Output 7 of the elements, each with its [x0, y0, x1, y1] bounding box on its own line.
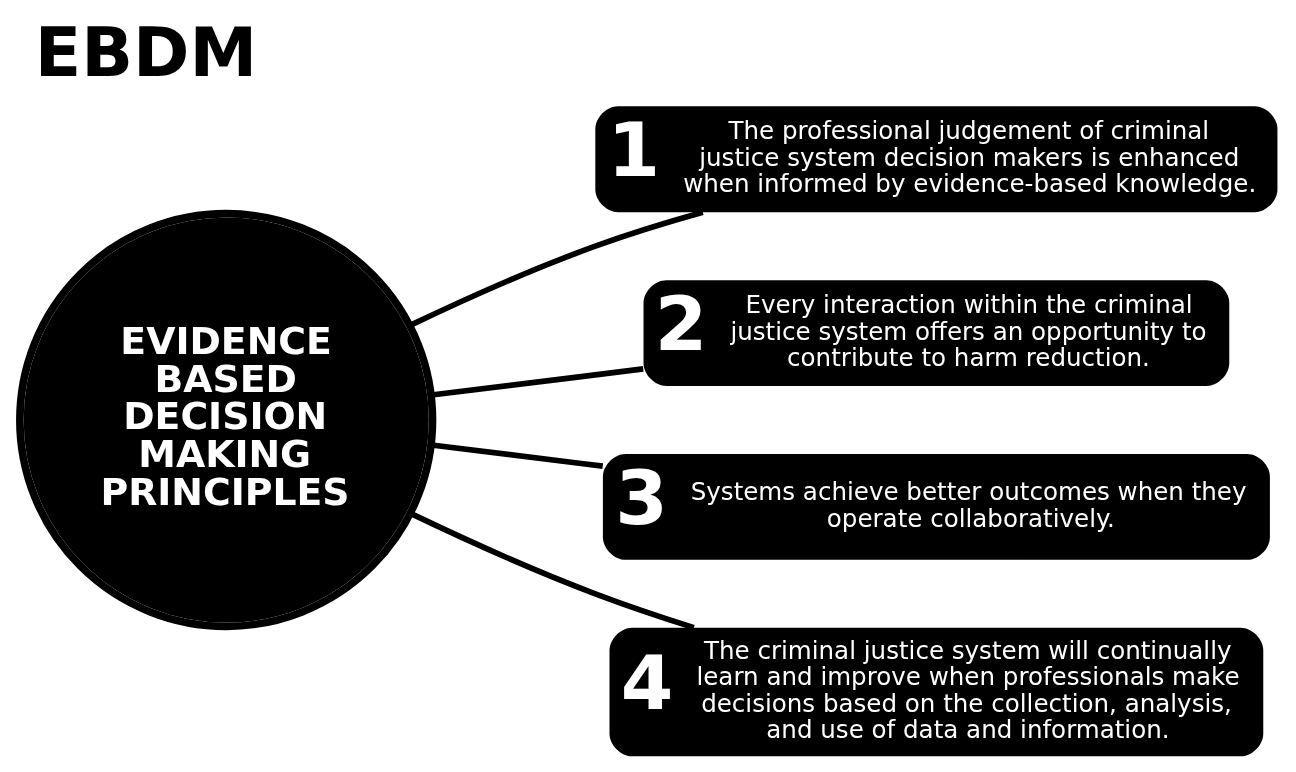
- node-box: 4 The criminal justice system will continually learn and improve when professionals make decisions based on the collection, analysis, and use of data and information.: [609, 627, 1263, 757]
- node-box: 1 The professional judgement of criminal justice system decision makers is enhanced when informed by evidence-based knowledge.: [594, 106, 1277, 213]
- node-box: 3 Systems achieve better outcomes when they operate collaboratively.: [602, 454, 1270, 560]
- node-circle: EVIDENCE BASED DECISION MAKING PRINCIPLES: [15, 209, 436, 631]
- connector: [408, 209, 704, 328]
- node-box: 2 Every interaction within the criminal justice system offers an opportunity to contribute to harm reduction.: [643, 280, 1229, 386]
- diagram-title: EBDM: [34, 12, 257, 92]
